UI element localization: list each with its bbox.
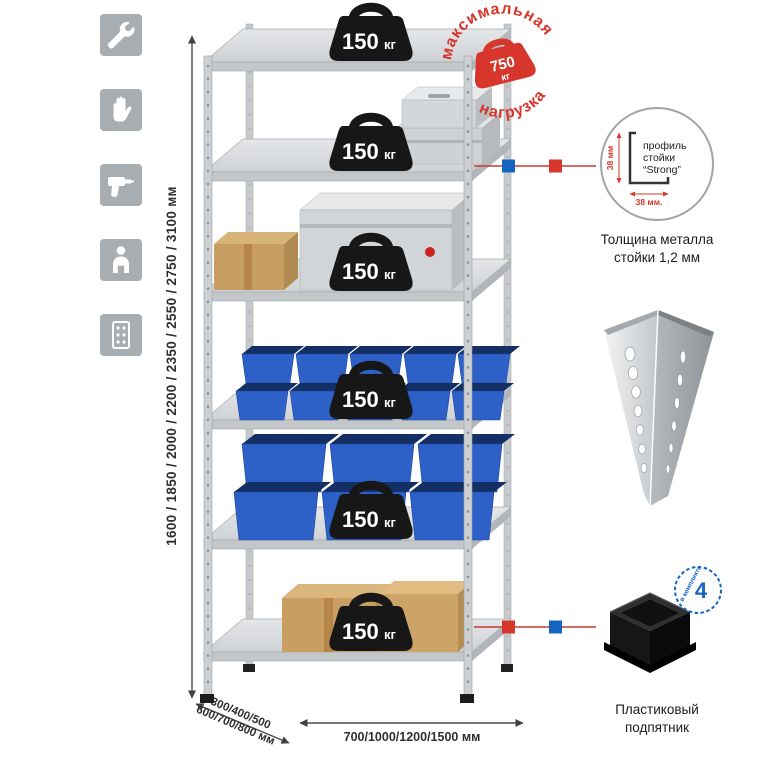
included-count-badge: 4 в комплекте	[674, 565, 722, 614]
shelf-load-weight-1: 150 кг	[329, 2, 413, 61]
red-marker-square	[549, 159, 562, 173]
red-marker-square	[502, 620, 515, 634]
person-icon	[100, 239, 142, 281]
height-dimension-label: 1600 / 1850 / 2000 / 2200 / 2350 / 2550 …	[164, 186, 179, 546]
stamp-weight-icon: 750 кг	[474, 38, 536, 89]
stamp-arc-bottom-text: нагрузка	[473, 84, 553, 129]
shelf-load-unit: кг	[384, 37, 397, 52]
plastic-foot-image	[604, 592, 696, 673]
shelf-load-value: 150	[342, 29, 379, 54]
profile-label-2: стойки	[643, 152, 675, 164]
shelf-load-value: 150	[342, 619, 379, 644]
width-dimension: 700/1000/1200/1500 мм	[299, 719, 524, 744]
rack-front-posts	[200, 55, 474, 703]
profile-dim-vertical: 38 мм	[605, 146, 615, 170]
callout-profile	[474, 159, 596, 173]
shelf-load-value: 150	[342, 139, 379, 164]
person-icon-glyph	[113, 246, 129, 273]
drill-icon-glyph	[108, 177, 134, 197]
profile-label-1: профиль	[643, 140, 687, 152]
stamp-load-value: 750	[488, 53, 516, 76]
shelf-load-unit: кг	[384, 267, 397, 282]
foot-caption-line1: Пластиковый	[615, 702, 699, 717]
foot-caption-line2: подпятник	[624, 720, 690, 736]
foot-caption: Пластиковый подпятник	[577, 701, 737, 737]
rack-panel-icon-glyph	[112, 321, 130, 349]
max-load-stamp: максимальная нагрузка 750 кг	[428, 0, 558, 129]
shelf-load-unit: кг	[384, 627, 397, 642]
shelf-load-value: 150	[342, 507, 379, 532]
height-dimension: 1600 / 1850 / 2000 / 2200 / 2350 / 2550 …	[164, 35, 196, 699]
drill-icon	[100, 164, 142, 206]
glove-icon-glyph	[113, 96, 132, 122]
profile-dim-horizontal: 38 мм.	[636, 197, 663, 207]
post-profile-diagram: 38 мм 38 мм. профиль стойки “Strong”	[600, 107, 714, 221]
stamp-load-unit: кг	[500, 71, 511, 84]
shelf-load-weight-6: 150 кг	[329, 592, 413, 651]
shelf-load-weight-2: 150 кг	[329, 112, 413, 171]
width-dimension-label: 700/1000/1200/1500 мм	[344, 730, 481, 744]
shelf-load-value: 150	[342, 387, 379, 412]
shelf-load-weight-4: 150 кг	[329, 360, 413, 419]
profile-label-3: “Strong”	[643, 164, 681, 176]
profile-caption-line1: Толщина металла	[600, 232, 714, 247]
shelf-load-unit: кг	[384, 395, 397, 410]
badge-count: 4	[695, 578, 708, 603]
wrench-icon-glyph	[107, 22, 135, 49]
post-slots	[665, 350, 686, 474]
corner-post-image	[604, 309, 714, 507]
wrench-icon	[100, 14, 142, 56]
post-holes	[624, 346, 648, 473]
profile-caption-line2: стойки 1,2 мм	[613, 250, 701, 266]
rack-panel-icon	[100, 314, 142, 356]
profile-caption: Толщина металла стойки 1,2 мм	[577, 231, 737, 267]
blue-marker-square	[549, 620, 562, 634]
shelf-load-unit: кг	[384, 147, 397, 162]
shelf-load-weight-5: 150 кг	[329, 480, 413, 539]
callout-foot	[474, 620, 596, 634]
shelf-load-weight-3: 150 кг	[329, 232, 413, 291]
blue-marker-square	[502, 159, 515, 173]
shelf-load-unit: кг	[384, 515, 397, 530]
work-glove-icon	[100, 89, 142, 131]
angle-profile-drawing	[628, 131, 670, 185]
shelf-load-value: 150	[342, 259, 379, 284]
